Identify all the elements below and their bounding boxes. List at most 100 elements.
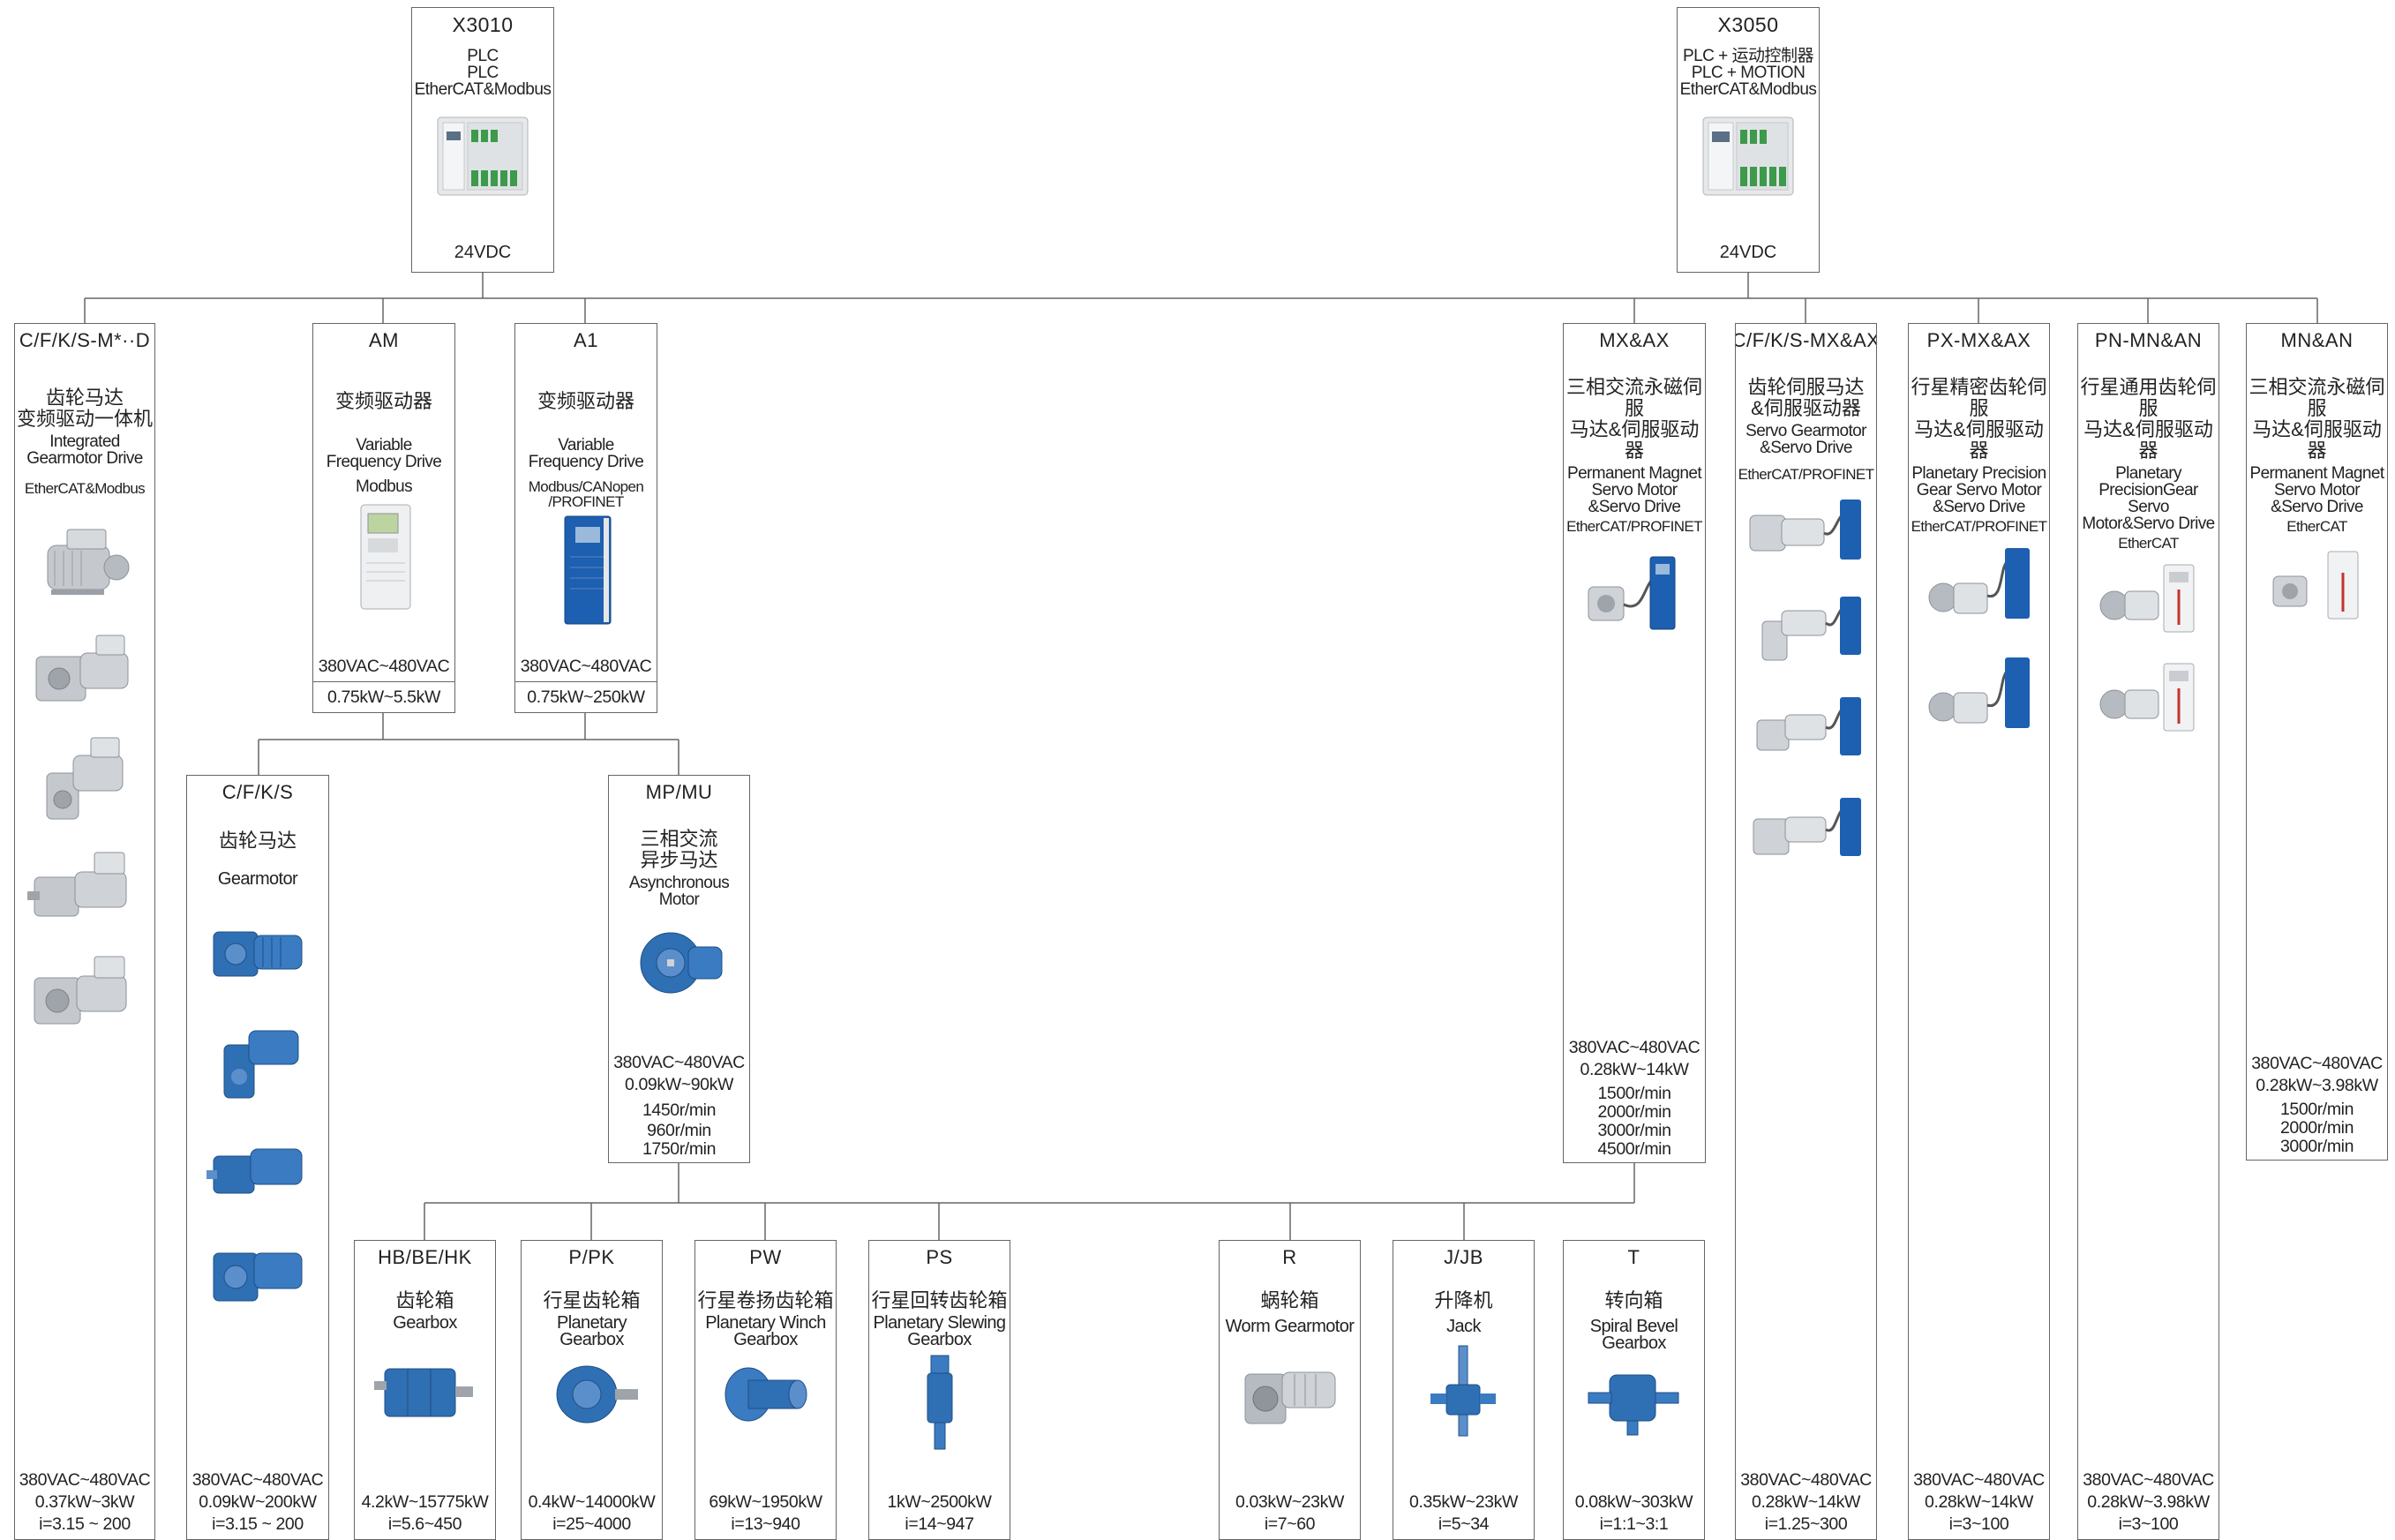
product-spec: i=1.25~300 <box>1764 1514 1848 1534</box>
servo-parallel-gearmotor-icon <box>1761 597 1861 661</box>
product-protocol: Modbus/CANopen <box>528 478 644 495</box>
product-protocol: Modbus <box>356 477 413 496</box>
product-spec: 0.75kW~5.5kW <box>313 681 454 709</box>
product-spec: 1750r/min <box>642 1139 717 1159</box>
product-code: C/F/K/S <box>221 781 294 803</box>
product-name-en: &Servo Drive <box>1760 439 1852 457</box>
product-spec: 1500r/min <box>2279 1100 2354 1119</box>
slewing-gearbox-icon <box>927 1355 952 1450</box>
product-gearmotor: C/F/K/S 齿轮马达 Gearmotor 380VAC~480VAC 0.0… <box>186 775 329 1540</box>
product-spec: i=25~4000 <box>552 1514 631 1534</box>
worm-gearbox-icon <box>1244 1371 1335 1424</box>
product-spec: i=3~100 <box>1948 1514 2009 1534</box>
product-spec: 0.09kW~90kW <box>625 1075 733 1094</box>
product-spec: 0.28kW~14kW <box>1925 1492 2033 1512</box>
product-gearbox-hb: HB/BE/HK 齿轮箱 Gearbox 4.2kW~15775kW i=5.6… <box>354 1240 496 1540</box>
controller-x3010: X3010 PLC PLC EtherCAT&Modbus 24VDC <box>411 7 554 273</box>
product-name-zh: 马达&伺服驱动器 <box>2252 418 2382 462</box>
product-code: PS <box>926 1246 953 1268</box>
product-name-en: Variable <box>356 436 412 454</box>
product-protocol: EtherCAT <box>2286 518 2347 535</box>
product-name-zh: 齿轮马达 <box>218 830 297 852</box>
planetary-servo-white-drive-icon <box>2099 663 2194 732</box>
planetary-servo-motor-icon <box>1928 657 2030 728</box>
product-name-zh: 三相交流永磁伺服 <box>1565 376 1702 419</box>
product-spec: 1500r/min <box>1597 1084 1671 1103</box>
product-planetary-winch-gearbox: PW 行星卷扬齿轮箱 Planetary Winch Gearbox 69kW~… <box>694 1240 837 1540</box>
product-code: PW <box>749 1246 782 1268</box>
product-name-zh: 行星精密齿轮伺服 <box>1911 376 2047 419</box>
product-spec: i=5~34 <box>1438 1514 1490 1534</box>
product-name-zh: 三相交流永磁伺服 <box>2249 376 2385 419</box>
product-name-en: Gear Servo Motor <box>1916 481 2042 500</box>
product-name-en: Variable <box>558 436 614 454</box>
product-name-zh: 行星回转齿轮箱 <box>871 1289 1008 1311</box>
controller-line: PLC <box>467 64 499 82</box>
product-spec: i=3.15 ~ 200 <box>212 1514 304 1534</box>
product-spec: 2000r/min <box>1597 1102 1671 1122</box>
product-name-zh: 变频驱动器 <box>537 390 634 412</box>
product-spec: 2000r/min <box>2279 1118 2354 1138</box>
worm-gearmotor-icon <box>213 1252 303 1302</box>
product-name-en: &Servo Drive <box>1933 498 2025 516</box>
product-name-en: Worm Gearmotor <box>1225 1317 1355 1336</box>
product-code: AM <box>369 329 399 351</box>
product-jack: J/JB 升降机 Jack 0.35kW~23kW i=5~34 <box>1393 1240 1535 1540</box>
product-code: R <box>1282 1246 1297 1268</box>
product-name-en: Permanent Magnet <box>1567 464 1702 483</box>
product-name-en: Jack <box>1446 1317 1481 1336</box>
product-spec: 1kW~2500kW <box>887 1492 992 1512</box>
integrated-bevel-gearmotor-icon <box>27 852 127 917</box>
product-name-en: Motor <box>658 890 700 909</box>
product-name-en: Gearbox <box>1602 1333 1666 1353</box>
integrated-parallel-gearmotor-icon <box>46 737 124 820</box>
product-protocol: /PROFINET <box>548 493 624 510</box>
product-name-en: PrecisionGear Servo <box>2098 481 2198 516</box>
product-spec: 380VAC~480VAC <box>2083 1470 2214 1490</box>
product-planetary-gearbox: P/PK 行星齿轮箱 Planetary Gearbox 0.4kW~14000… <box>521 1240 663 1540</box>
frequency-drive-blue-icon <box>564 515 612 625</box>
product-spec: 380VAC~480VAC <box>1568 1038 1701 1057</box>
spiral-bevel-gearbox-icon <box>1588 1374 1678 1436</box>
product-name-en: Integrated <box>49 432 120 451</box>
product-am-drive: AM 变频驱动器 Variable Frequency Drive Modbus… <box>312 323 455 713</box>
planetary-servo-white-drive-icon <box>2099 564 2194 633</box>
controller-line: EtherCAT&Modbus <box>414 80 552 99</box>
product-name-zh: 变频驱动器 <box>334 390 432 412</box>
controller-x3050: X3050 PLC + 运动控制器 PLC + MOTION EtherCAT&… <box>1677 7 1820 273</box>
product-name-en: Permanent Magnet <box>2249 464 2385 483</box>
product-protocol: EtherCAT <box>2118 535 2179 552</box>
product-code: J/JB <box>1444 1246 1483 1268</box>
product-name-zh: 行星卷扬齿轮箱 <box>697 1289 834 1311</box>
product-spec: 4.2kW~15775kW <box>361 1492 489 1512</box>
product-asynchronous-motor: MP/MU 三相交流 异步马达 Asynchronous Motor 380VA… <box>608 775 750 1163</box>
product-name-zh: 马达&伺服驱动器 <box>1914 418 2044 462</box>
plc-controller-icon <box>437 116 529 196</box>
servo-motor-drive-icon <box>1588 556 1676 630</box>
controller-line: PLC <box>467 47 499 65</box>
integrated-worm-gearmotor-icon <box>34 956 127 1025</box>
product-name-en: Servo Motor <box>1591 481 1678 500</box>
product-planetary-precision-servo: PX-MX&AX 行星精密齿轮伺服 马达&伺服驱动器 Planetary Pre… <box>1908 323 2050 1540</box>
product-name-zh: 升降机 <box>1434 1289 1493 1311</box>
product-spec: 0.03kW~23kW <box>1235 1492 1344 1512</box>
product-code: P/PK <box>568 1246 615 1268</box>
product-spec: 380VAC~480VAC <box>318 657 450 676</box>
product-spec: 0.28kW~3.98kW <box>2256 1076 2378 1095</box>
product-spec: 0.4kW~14000kW <box>528 1492 656 1512</box>
product-spec: 380VAC~480VAC <box>19 1470 151 1490</box>
product-name-en: Gearbox <box>393 1313 457 1333</box>
product-name-en: Gearbox <box>907 1330 972 1349</box>
product-spec: i=5.6~450 <box>387 1514 462 1534</box>
industrial-gearbox-icon <box>373 1368 473 1417</box>
servo-motor-white-drive-icon <box>2272 551 2358 620</box>
product-name-en: Asynchronous <box>628 874 730 892</box>
product-protocol: EtherCAT/PROFINET <box>1911 518 2047 535</box>
product-code: C/F/K/S-MX&AX <box>1735 329 1877 351</box>
frequency-drive-icon <box>360 504 411 610</box>
product-planetary-slewing-gearbox: PS 行星回转齿轮箱 Planetary Slewing Gearbox 1kW… <box>868 1240 1010 1540</box>
product-name-zh: 行星齿轮箱 <box>543 1289 641 1311</box>
product-name-en: Servo Gearmotor <box>1746 422 1866 440</box>
product-name-en: Gearmotor <box>217 869 298 889</box>
product-spec: 960r/min <box>647 1121 711 1140</box>
